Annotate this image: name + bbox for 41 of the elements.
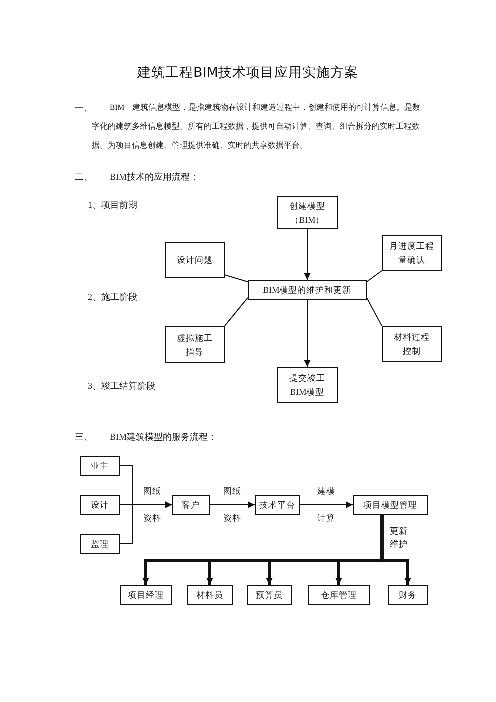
stage-label: 2、施工阶段 <box>88 291 138 303</box>
process-box: 预算员 <box>247 585 292 605</box>
edge-label: 图纸资料 <box>224 485 242 525</box>
process-box: 项目模型管理 <box>353 495 428 515</box>
arrow <box>304 300 311 368</box>
process-box: 项目经理 <box>120 585 172 605</box>
process-box: 创建模型（BIM） <box>277 196 338 229</box>
section-heading: BIM建筑模型的服务流程： <box>110 431 218 443</box>
edge-label: 建模计算 <box>318 485 336 525</box>
arrow <box>380 515 412 585</box>
connector-line <box>366 270 382 282</box>
process-box: 材料员 <box>187 585 233 605</box>
section-number: 三、 <box>75 431 93 443</box>
edge-label: 图纸资料 <box>144 485 162 525</box>
arrow <box>210 502 256 508</box>
connector-line <box>366 298 382 326</box>
connector-line <box>224 274 248 282</box>
process-box: 提交竣工BIM模型 <box>277 367 338 403</box>
title: 建筑工程BIM技术项目应用实施方案 <box>138 64 358 82</box>
process-box: 仓库管理 <box>308 585 370 605</box>
edge-label: 更新维护 <box>390 525 408 551</box>
process-box: 设计问题 <box>165 242 225 278</box>
process-box: 技术平台 <box>255 495 300 515</box>
arrow <box>304 228 311 280</box>
connector-line <box>224 298 248 326</box>
process-box: 材料过程控制 <box>382 326 442 362</box>
arrow <box>120 502 172 544</box>
stage-label: 3、竣工结算阶段 <box>88 380 156 392</box>
section-heading: BIM技术的应用流程： <box>110 171 200 183</box>
process-box: 设计 <box>80 495 120 515</box>
section-number: 二、 <box>75 171 93 183</box>
stage-label: 1、项目前期 <box>88 199 138 211</box>
process-box: 月进度工程量确认 <box>382 235 442 271</box>
process-box: 客户 <box>172 495 210 515</box>
arrow <box>300 502 354 508</box>
process-box: 虚拟施工指导 <box>165 326 225 363</box>
section-number: 一、 <box>75 102 93 114</box>
process-box: 监理 <box>80 534 120 554</box>
process-box: 财务 <box>388 585 428 605</box>
process-box: 业主 <box>80 456 120 476</box>
process-box: BIM模型的维护和更新 <box>248 280 367 300</box>
